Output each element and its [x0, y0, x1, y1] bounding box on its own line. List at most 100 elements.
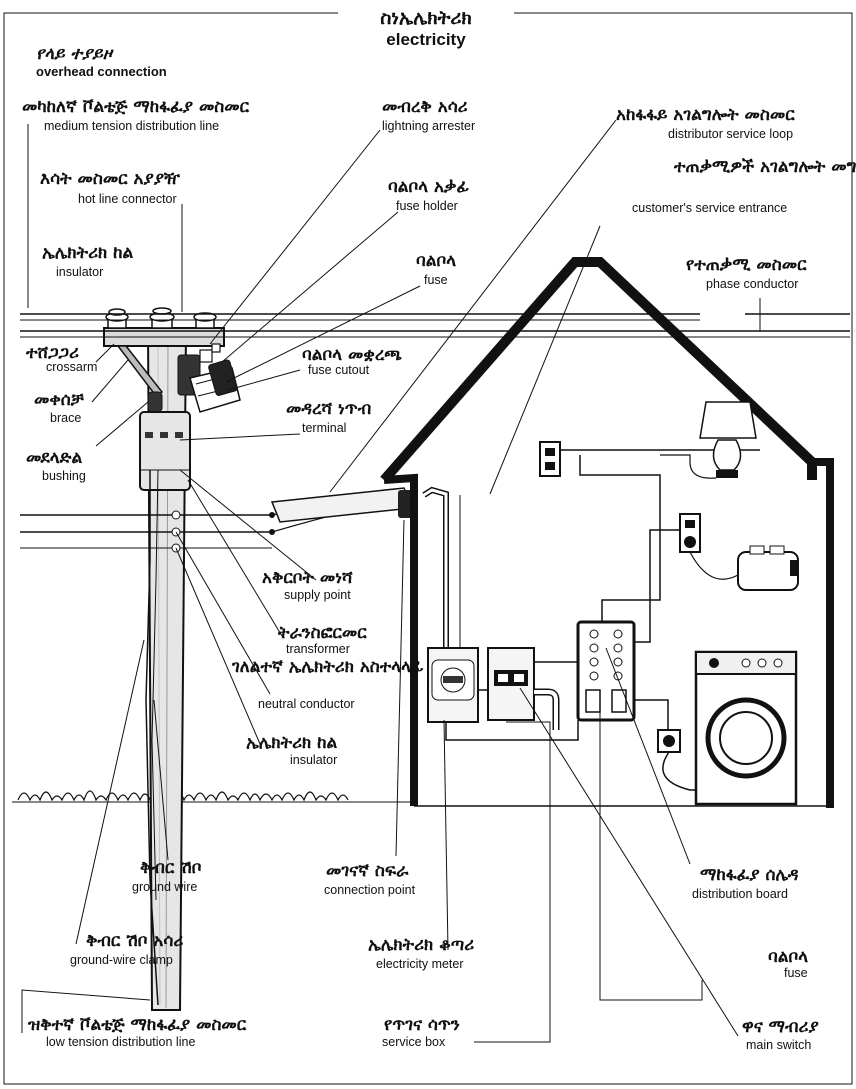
- label-bushing: መደላድል bushing: [26, 448, 86, 483]
- svg-text:መካከለኛ ቮልቴጅ ማከፋፈያ መስመር: መካከለኛ ቮልቴጅ ማከፋፈያ መስመር: [22, 97, 250, 117]
- svg-text:ኤሌክትሪክ ቆጣሪ: ኤሌክትሪክ ቆጣሪ: [368, 935, 474, 955]
- svg-text:መዳረሻ ነጥብ: መዳረሻ ነጥብ: [286, 399, 371, 419]
- svg-text:መደላድል: መደላድል: [26, 448, 82, 468]
- label-terminal: መዳረሻ ነጥብ terminal: [286, 399, 371, 435]
- section-amharic: የላይ ተያይዞ: [36, 44, 114, 64]
- svg-text:መቀሰቻ: መቀሰቻ: [34, 390, 84, 410]
- svg-text:terminal: terminal: [302, 421, 346, 435]
- labels: መካከለኛ ቮልቴጅ ማከፋፈያ መስመር medium tension dis…: [22, 97, 856, 1052]
- svg-text:insulator: insulator: [290, 753, 337, 767]
- svg-text:መገናኛ ስፍራ: መገናኛ ስፍራ: [326, 861, 409, 881]
- svg-text:ቅብር ሽቦ አሳሪ: ቅብር ሽቦ አሳሪ: [86, 931, 183, 951]
- svg-text:ባልቦላ አቃፊ: ባልቦላ አቃፊ: [388, 177, 469, 197]
- svg-text:customer's service entrance: customer's service entrance: [632, 201, 787, 215]
- electricity-meter-box: [428, 648, 478, 722]
- wall-outlet-lower: [658, 730, 680, 752]
- distribution-board-panel: [578, 622, 634, 720]
- svg-text:ባልቦላ መቋረጫ: ባልቦላ መቋረጫ: [302, 345, 402, 365]
- label-low-tension-line: ዝቅተኛ ቮልቴጅ ማከፋፈያ መስመር low tension distrib…: [27, 1015, 247, 1049]
- label-insulator-bottom: ኤሌክትሪክ ከል insulator: [246, 733, 338, 767]
- transformer-tank: [140, 412, 190, 490]
- svg-text:hot line connector: hot line connector: [78, 192, 177, 206]
- label-neutral-conductor: ገለልተኛ ኤሌክትሪክ አስተላላፊ neutral conductor: [231, 657, 424, 711]
- bushing-part: [148, 392, 162, 412]
- svg-text:low tension distribution line: low tension distribution line: [46, 1035, 195, 1049]
- svg-text:bushing: bushing: [42, 469, 86, 483]
- svg-text:ground-wire clamp: ground-wire clamp: [70, 953, 173, 967]
- svg-text:lightning arrester: lightning arrester: [382, 119, 475, 133]
- svg-text:የተጠቃሚ መስመር: የተጠቃሚ መስመር: [686, 255, 807, 275]
- top-insulators: [106, 308, 216, 328]
- svg-text:fuse: fuse: [424, 273, 448, 287]
- label-insulator-top: ኤሌክትሪክ ከል insulator: [42, 243, 134, 279]
- toaster-illustration: [690, 546, 798, 590]
- svg-text:connection point: connection point: [324, 883, 416, 897]
- svg-text:main switch: main switch: [746, 1038, 811, 1052]
- label-connection-point: መገናኛ ስፍራ connection point: [324, 861, 416, 897]
- ground-grass: [18, 791, 348, 800]
- label-lightning-arrester: መብረቅ አሳሪ lightning arrester: [382, 97, 475, 133]
- low-tension-wires: [20, 511, 275, 552]
- svg-text:service box: service box: [382, 1035, 446, 1049]
- title-english: electricity: [386, 30, 466, 49]
- label-ground-wire-clamp: ቅብር ሽቦ አሳሪ ground-wire clamp: [70, 931, 183, 967]
- svg-text:ዋና ማብሪያ: ዋና ማብሪያ: [742, 1017, 819, 1037]
- section-english: overhead connection: [36, 64, 167, 79]
- svg-text:ground wire: ground wire: [132, 880, 197, 894]
- title-amharic: ስነኤሌክትሪክ: [380, 7, 472, 29]
- svg-text:electricity meter: electricity meter: [376, 957, 464, 971]
- svg-text:crossarm: crossarm: [46, 360, 97, 374]
- label-ground-wire: ቅብር ሽቦ ground wire: [132, 858, 202, 894]
- svg-text:መብረቅ አሳሪ: መብረቅ አሳሪ: [382, 97, 468, 117]
- label-medium-tension-line: መካከለኛ ቮልቴጅ ማከፋፈያ መስመር medium tension dis…: [22, 97, 250, 133]
- label-service-box: የጥገና ሳጥን service box: [382, 1015, 460, 1049]
- label-crossarm: ተሸጋጋሪ crossarm: [25, 343, 97, 374]
- service-box-panel: [488, 648, 534, 720]
- svg-text:የጥገና ሳጥን: የጥገና ሳጥን: [384, 1015, 460, 1035]
- svg-text:supply point: supply point: [284, 588, 351, 602]
- lamp-illustration: [660, 402, 756, 478]
- label-electricity-meter: ኤሌክትሪክ ቆጣሪ electricity meter: [368, 935, 474, 971]
- label-transformer: ትራንስፎርመር transformer: [277, 623, 367, 656]
- svg-text:transformer: transformer: [286, 642, 350, 656]
- svg-text:ዝቅተኛ ቮልቴጅ ማከፋፈያ መስመር: ዝቅተኛ ቮልቴጅ ማከፋፈያ መስመር: [27, 1015, 247, 1035]
- label-main-switch: ዋና ማብሪያ main switch: [742, 1017, 819, 1052]
- svg-text:ኤሌክትሪክ ከል: ኤሌክትሪክ ከል: [42, 243, 134, 263]
- svg-text:ተጠቃሚዎች አገልግሎት መግቢያ: ተጠቃሚዎች አገልግሎት መግቢያ: [673, 157, 856, 177]
- svg-text:distributor service loop: distributor service loop: [668, 127, 793, 141]
- service-head: [272, 488, 414, 522]
- svg-text:ገለልተኛ ኤሌክትሪክ አስተላላፊ: ገለልተኛ ኤሌክትሪክ አስተላላፊ: [231, 657, 424, 677]
- svg-text:ማከፋፈያ ሰሌዳ: ማከፋፈያ ሰሌዳ: [700, 865, 799, 885]
- svg-text:fuse holder: fuse holder: [396, 199, 458, 213]
- label-customers-service-entrance: ተጠቃሚዎች አገልግሎት መግቢያ customer's service en…: [632, 157, 856, 215]
- svg-text:ባልቦላ: ባልቦላ: [768, 947, 808, 967]
- svg-text:አከፋፋይ አገልግሎት መስመር: አከፋፋይ አገልግሎት መስመር: [616, 105, 795, 125]
- svg-text:insulator: insulator: [56, 265, 103, 279]
- label-phase-conductor: የተጠቃሚ መስመር phase conductor: [686, 255, 807, 291]
- label-distributor-service-loop: አከፋፋይ አገልግሎት መስመር distributor service lo…: [616, 105, 795, 141]
- svg-text:phase conductor: phase conductor: [706, 277, 798, 291]
- label-hot-line-connector: እሳት መስመር አያያዥ hot line connector: [40, 169, 181, 206]
- washing-machine-illustration: [663, 652, 796, 804]
- svg-text:neutral conductor: neutral conductor: [258, 697, 355, 711]
- label-fuse-cutout: ባልቦላ መቋረጫ fuse cutout: [302, 345, 402, 377]
- svg-text:እሳት መስመር አያያዥ: እሳት መስመር አያያዥ: [40, 169, 181, 189]
- svg-text:fuse cutout: fuse cutout: [308, 363, 370, 377]
- svg-text:brace: brace: [50, 411, 81, 425]
- wall-outlet-middle: [680, 514, 700, 552]
- svg-text:አቅርቦት መነሻ: አቅርቦት መነሻ: [262, 568, 353, 588]
- svg-text:ትራንስፎርመር: ትራንስፎርመር: [277, 623, 367, 643]
- svg-text:ኤሌክትሪክ ከል: ኤሌክትሪክ ከል: [246, 733, 338, 753]
- label-supply-point: አቅርቦት መነሻ supply point: [262, 568, 353, 602]
- label-fuse-top: ባልቦላ fuse: [416, 251, 456, 287]
- label-distribution-board: ማከፋፈያ ሰሌዳ distribution board: [692, 865, 799, 901]
- label-fuse-holder: ባልቦላ አቃፊ fuse holder: [388, 177, 469, 213]
- label-fuse-bottom: ባልቦላ fuse: [768, 947, 808, 980]
- svg-text:ቅብር ሽቦ: ቅብር ሽቦ: [140, 858, 202, 878]
- wall-outlet-upper: [540, 442, 560, 476]
- label-brace: መቀሰቻ brace: [34, 390, 84, 425]
- svg-text:fuse: fuse: [784, 966, 808, 980]
- svg-text:ባልቦላ: ባልቦላ: [416, 251, 456, 271]
